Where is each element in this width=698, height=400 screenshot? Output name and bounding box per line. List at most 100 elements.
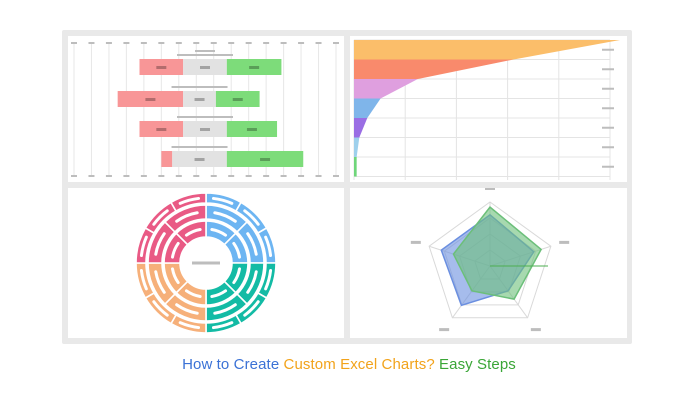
- funnel-band-label: [602, 165, 614, 168]
- sunburst-chart: [135, 192, 277, 334]
- sunburst-segment-label: [152, 300, 169, 317]
- sunburst-segment-label: [243, 209, 260, 226]
- radar-chart-panel: [350, 188, 627, 338]
- gantt-tick-bottom: [228, 175, 235, 177]
- caption-part-3: Easy Steps: [434, 356, 516, 373]
- gantt-tick-bottom: [280, 175, 287, 177]
- gantt-tick-bottom: [105, 175, 112, 177]
- radar-axis-label: [530, 328, 541, 332]
- gantt-tick-bottom: [245, 175, 252, 177]
- gantt-tick-top: [193, 42, 200, 44]
- sunburst-segment-label: [154, 232, 166, 256]
- gantt-bar-segment: [183, 59, 227, 75]
- radar-chart: [410, 188, 570, 332]
- gantt-tick-top: [123, 42, 130, 44]
- sunburst-segment-label: [211, 321, 234, 330]
- gantt-tick-top: [298, 42, 305, 44]
- gantt-tick-top: [245, 42, 252, 44]
- sunburst-segment-label: [175, 211, 199, 223]
- radar-axis-label: [410, 240, 421, 244]
- sunburst-segment-label: [184, 289, 202, 298]
- gantt-range-line: [195, 50, 215, 52]
- sunburst-segment-label: [213, 211, 237, 223]
- gantt-bar-segment: [183, 91, 216, 107]
- funnel-chart-panel: [350, 36, 627, 182]
- funnel-band-label: [602, 126, 614, 129]
- page-caption: How to Create Custom Excel Charts? Easy …: [0, 356, 698, 373]
- gantt-bar-label: [156, 128, 167, 131]
- funnel-band: [354, 118, 368, 138]
- radar-axis-label: [485, 188, 495, 190]
- sunburst-segment-label: [171, 267, 180, 285]
- sunburst-segment-label: [246, 232, 258, 256]
- sunburst-chart-panel: [68, 188, 344, 338]
- sunburst-segment-label: [264, 268, 273, 291]
- sunburst-segment-label: [178, 321, 201, 330]
- gantt-tick-bottom: [71, 175, 77, 177]
- sunburst-segment-label: [246, 270, 258, 294]
- sunburst-segment-label: [171, 241, 180, 259]
- gantt-bar-label: [260, 158, 271, 161]
- funnel-band: [354, 79, 418, 99]
- gantt-tick-bottom: [175, 175, 182, 177]
- gantt-tick-bottom: [123, 175, 130, 177]
- funnel-band: [354, 59, 514, 79]
- gantt-tick-bottom: [193, 175, 200, 177]
- sunburst-segment-label: [184, 228, 202, 237]
- gantt-chart-panel: [68, 36, 344, 182]
- gantt-tick-bottom: [88, 175, 95, 177]
- gantt-tick-top: [333, 42, 339, 44]
- gantt-range-line: [177, 54, 233, 56]
- sunburst-segment-label: [211, 196, 234, 205]
- funnel-band: [354, 157, 357, 177]
- gantt-tick-top: [280, 42, 287, 44]
- funnel-band-label: [602, 68, 614, 71]
- gantt-bar-segment: [117, 91, 184, 107]
- gantt-tick-top: [263, 42, 270, 44]
- gantt-range-line: [171, 146, 228, 148]
- gantt-tick-bottom: [140, 175, 147, 177]
- gantt-bar-segment: [226, 121, 278, 137]
- gantt-tick-bottom: [333, 175, 339, 177]
- gantt-bar-label: [200, 128, 210, 131]
- gantt-tick-bottom: [210, 175, 217, 177]
- funnel-band-label: [602, 107, 614, 110]
- gantt-range-line: [177, 116, 233, 118]
- gantt-tick-top: [210, 42, 217, 44]
- sunburst-segment-label: [243, 300, 260, 317]
- sunburst-segment-label: [139, 235, 148, 258]
- funnel-band-label: [602, 48, 614, 51]
- sunburst-segment-label: [175, 303, 199, 315]
- gantt-bar-label: [145, 98, 156, 101]
- gantt-chart: [71, 42, 339, 177]
- sunburst-segment-label: [154, 270, 166, 294]
- gantt-tick-top: [315, 42, 322, 44]
- funnel-band: [354, 98, 381, 118]
- radar-axis-label: [439, 328, 450, 332]
- gantt-tick-bottom: [315, 175, 322, 177]
- gantt-bar-segment: [183, 121, 227, 137]
- gantt-bar-label: [246, 128, 257, 131]
- funnel-band-label: [602, 87, 614, 90]
- radar-ring: [428, 201, 552, 319]
- funnel-band: [354, 40, 620, 60]
- gantt-bar-label: [249, 66, 260, 69]
- gantt-tick-top: [175, 42, 182, 44]
- gantt-tick-top: [140, 42, 147, 44]
- gantt-bar-segment: [226, 59, 282, 75]
- gantt-bar-segment: [161, 151, 173, 167]
- sunburst-segment-label: [178, 196, 201, 205]
- sunburst-segment-label: [152, 209, 169, 226]
- gantt-tick-bottom: [298, 175, 305, 177]
- sunburst-center-label: [192, 261, 220, 265]
- sunburst-segment-label: [232, 241, 241, 259]
- sunburst-segment-label: [210, 289, 228, 298]
- gantt-tick-bottom: [263, 175, 270, 177]
- sunburst-segment-label: [210, 228, 228, 237]
- gantt-tick-top: [88, 42, 95, 44]
- sunburst-segment-label: [139, 268, 148, 291]
- radar-axis-label: [559, 240, 570, 244]
- gantt-tick-bottom: [158, 175, 165, 177]
- gantt-bar-segment: [226, 151, 304, 167]
- funnel-band: [354, 137, 360, 157]
